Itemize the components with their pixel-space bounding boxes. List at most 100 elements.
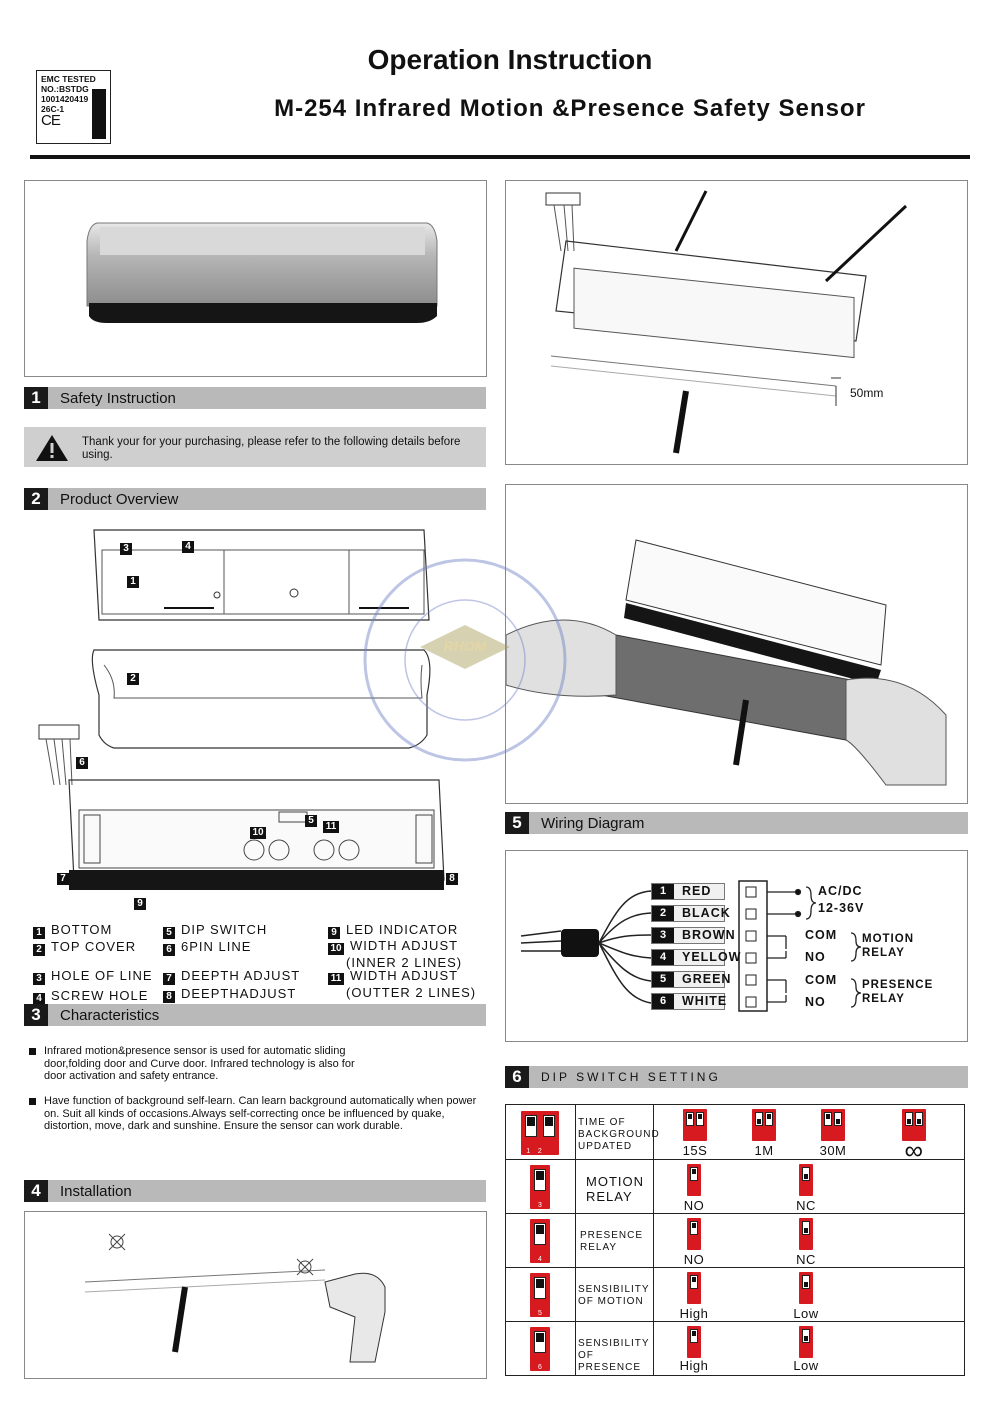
characteristic-item: Infrared motion&presence sensor is used … (29, 1045, 374, 1083)
six-pin-connector-drawing (38, 724, 80, 786)
header-rule (30, 155, 970, 159)
bullet-icon (29, 1048, 36, 1055)
mounting-screw-frame: 50mm (505, 180, 968, 465)
wiring-diagram-frame (505, 850, 968, 1042)
dip-4-no-icon (687, 1218, 701, 1250)
emc-number: NO.:BSTDG (41, 84, 89, 94)
safety-notice-text: Thank your for your purchasing, please r… (82, 436, 461, 461)
section-header-overview: 2 Product Overview (24, 488, 486, 510)
product-subtitle: M-254 Infrared Motion &Presence Safety S… (274, 95, 866, 122)
callout-11: 11 (323, 821, 339, 833)
watermark-seal (363, 558, 567, 762)
section-title: Product Overview (60, 491, 179, 508)
dip-option-high: High (679, 1358, 709, 1373)
drilling-illustration (84, 1233, 386, 1363)
dip-option-1m: 1M (754, 1143, 774, 1158)
cover-attach-illustration (505, 539, 947, 786)
section-header-wiring: 5 Wiring Diagram (505, 812, 968, 834)
dip-6-low-icon (799, 1326, 813, 1358)
dip-option-low: Low (793, 1306, 819, 1321)
dip-switch-table: 1 2 TIME OF BACKGROUND UPDATED 15S 1M 30… (505, 1104, 965, 1376)
section-header-installation: 4 Installation (24, 1180, 486, 1202)
dip-6-high-icon (687, 1326, 701, 1358)
page-title: Operation Instruction (367, 44, 653, 75)
product-overview-diagram (38, 529, 445, 890)
dip-3-no-icon (687, 1164, 701, 1196)
ce-mark: CE (41, 112, 61, 129)
callout-9: 9 (134, 898, 146, 910)
dip-setting-infinite-icon (902, 1109, 926, 1141)
callout-7: 7 (57, 873, 69, 885)
emc-title: EMC TESTED (41, 74, 96, 84)
company-watermark: RHOM (360, 555, 570, 765)
wiring-drawing (520, 880, 862, 1012)
dip-switch-5-icon: 5 (530, 1273, 550, 1317)
callout-6: 6 (76, 757, 88, 769)
dip-row-sensibility-presence: 6 SENSIBILITY OF PRESENCE High Low (506, 1321, 964, 1375)
section-number: 3 (24, 1004, 48, 1026)
presence-relay-label: PRESENCE RELAY (862, 979, 934, 1005)
motion-relay-label: MOTION RELAY (862, 933, 914, 959)
warning-icon (36, 435, 68, 461)
dip-option-no: NO (683, 1198, 705, 1213)
dip-option-low: Low (793, 1358, 819, 1373)
dip-label-time: TIME OF BACKGROUND UPDATED (578, 1117, 660, 1152)
install-distance: 50mm (850, 386, 884, 400)
section-number: 1 (24, 387, 48, 409)
dip-switch-pair-icon: 1 2 (521, 1111, 559, 1155)
power-type: AC/DC (818, 884, 863, 898)
dip-switch-3-icon: 3 (530, 1165, 550, 1209)
dip-option-infinite: ∞ (904, 1135, 924, 1165)
dip-option-30m: 30M (819, 1143, 847, 1158)
section-title: Characteristics (60, 1007, 160, 1024)
section-title: Installation (60, 1183, 132, 1200)
presence-com: COM (805, 973, 838, 987)
callout-5: 5 (305, 815, 317, 827)
watermark-brand: RHOM (443, 638, 487, 654)
section-header-safety: 1 Safety Instruction (24, 387, 486, 409)
dip-4-nc-icon (799, 1218, 813, 1250)
dip-setting-15s-icon (683, 1109, 707, 1141)
emc-code-suffix: 26C-1 (41, 104, 65, 114)
dip-option-high: High (679, 1306, 709, 1321)
callout-3: 3 (120, 543, 132, 555)
dip-row-motion-relay: 3 MOTION RELAY NO NC (506, 1159, 964, 1213)
callout-1: 1 (127, 576, 139, 588)
dip-option-no: NO (683, 1252, 705, 1267)
callout-4: 4 (182, 541, 194, 553)
dip-setting-30m-icon (821, 1109, 845, 1141)
section-number: 5 (505, 812, 529, 834)
product-photo-frame (24, 180, 487, 377)
callout-8: 8 (446, 873, 458, 885)
dip-5-high-icon (687, 1272, 701, 1304)
power-voltage: 12-36V (818, 901, 865, 915)
dip-row-background-time: 1 2 TIME OF BACKGROUND UPDATED 15S 1M 30… (506, 1105, 964, 1165)
installation-drill-frame (24, 1211, 487, 1379)
dip-switch-6-icon: 6 (530, 1327, 550, 1371)
dip-label-presence-relay: PRESENCE RELAY (580, 1230, 644, 1253)
sensor-label-panel-drawing (68, 779, 445, 890)
emc-code: 1001420419 (41, 94, 89, 104)
dip-option-nc: NC (796, 1252, 816, 1267)
callout-10: 10 (250, 827, 266, 839)
dip-5-low-icon (799, 1272, 813, 1304)
dip-3-nc-icon (799, 1164, 813, 1196)
section-number: 4 (24, 1180, 48, 1202)
top-cover-drawing (91, 649, 431, 749)
section-title: Safety Instruction (60, 390, 176, 407)
emc-label: EMC TESTED NO.:BSTDG 1001420419 26C-1 CE (36, 70, 111, 144)
sensor-product-image (86, 222, 438, 323)
dip-switch-4-icon: 4 (530, 1219, 550, 1263)
